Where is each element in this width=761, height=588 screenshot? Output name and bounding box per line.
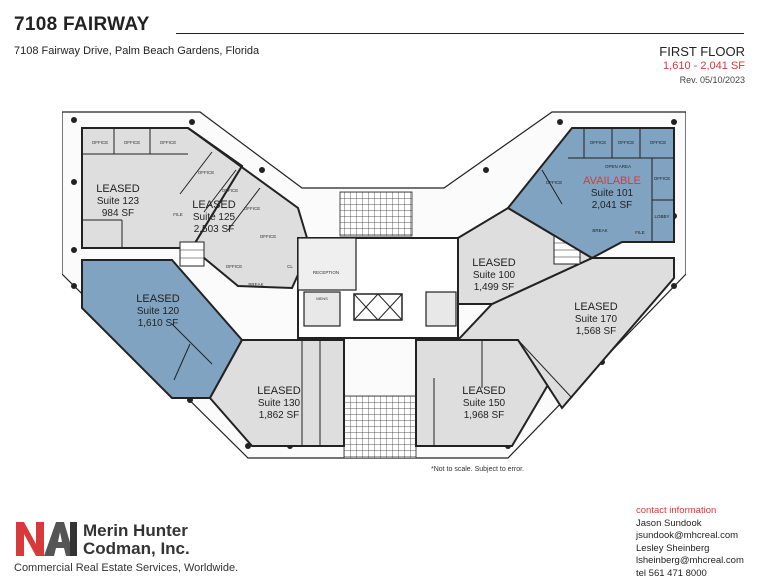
womens-room (425, 291, 457, 327)
mens-room (303, 291, 341, 327)
suite-100-area (457, 206, 595, 305)
svg-text:1,610 SF: 1,610 SF (138, 318, 179, 329)
room-label-office: OFFICE (590, 140, 607, 145)
suite-label-125: LEASED Suite 125 2,503 SF (192, 199, 235, 235)
room-label-office: OFFICE (244, 206, 261, 211)
svg-text:1,499 SF: 1,499 SF (474, 282, 515, 293)
svg-text:2,041 SF: 2,041 SF (592, 200, 633, 211)
svg-text:Suite 123: Suite 123 (97, 196, 140, 207)
company-name: Merin Hunter Codman, Inc. (83, 522, 190, 558)
svg-text:Suite 150: Suite 150 (463, 398, 506, 409)
room-label-office: OFFICE (198, 170, 215, 175)
room-label-office: OFFICE (654, 176, 671, 181)
svg-text:Suite 120: Suite 120 (137, 306, 180, 317)
room-label-office: OFFICE (92, 140, 109, 145)
room-label-office: OFFICE (546, 180, 563, 185)
nai-logo (16, 522, 77, 556)
suite-label-100: LEASED Suite 100 1,499 SF (472, 257, 515, 293)
svg-text:Suite 100: Suite 100 (473, 270, 516, 281)
title-rule (176, 33, 744, 34)
disclaimer: *Not to scale. Subject to error. (431, 466, 524, 473)
room-label-office: OFFICE (222, 188, 239, 193)
revision-date: Rev. 05/10/2023 (679, 75, 745, 85)
svg-text:1,862 SF: 1,862 SF (259, 410, 300, 421)
svg-text:LEASED: LEASED (192, 199, 235, 211)
contact-phone[interactable]: tel 561 471 8000 (636, 567, 707, 579)
suite-label-123: LEASED Suite 123 984 SF (96, 183, 139, 219)
floor-name: FIRST FLOOR (659, 44, 745, 59)
floor-sf-range: 1,610 - 2,041 SF (663, 60, 745, 72)
suite-125-area (187, 127, 312, 290)
page-title: 7108 FAIRWAY (14, 14, 150, 35)
company-tagline: Commercial Real Estate Services, Worldwi… (14, 562, 239, 574)
svg-text:AVAILABLE: AVAILABLE (583, 175, 641, 187)
property-address: 7108 Fairway Drive, Palm Beach Gardens, … (14, 45, 260, 57)
suite-label-101: AVAILABLE Suite 101 2,041 SF (583, 175, 641, 211)
svg-text:Suite 170: Suite 170 (575, 314, 618, 325)
contact-info: contact information Jason Sundook jsundo… (636, 505, 744, 580)
room-label-office: OFFICE (160, 140, 177, 145)
svg-text:984 SF: 984 SF (102, 208, 134, 219)
svg-text:2,503 SF: 2,503 SF (194, 224, 235, 235)
room-label-office: OFFICE (650, 140, 667, 145)
elevator (353, 293, 403, 321)
room-label-file: FILE (635, 230, 645, 235)
room-label-cl: CL (287, 264, 293, 269)
suite-label-150: LEASED Suite 150 1,968 SF (462, 385, 505, 421)
suite-label-120: LEASED Suite 120 1,610 SF (136, 293, 179, 329)
svg-text:LEASED: LEASED (462, 385, 505, 397)
room-label-office: OFFICE (226, 264, 243, 269)
contact-email-link[interactable]: jsundook@mhcreal.com (636, 530, 739, 541)
company-name-line1: Merin Hunter (83, 521, 188, 540)
contact-heading: contact information (636, 505, 717, 516)
svg-text:LEASED: LEASED (96, 183, 139, 195)
contact-name: Jason Sundook (636, 517, 702, 529)
room-label-office: OFFICE (618, 140, 635, 145)
floor-plan: OFFICE OFFICE OFFICE OFFICE OFFICE OFFIC… (62, 111, 686, 459)
svg-text:1,568 SF: 1,568 SF (576, 326, 617, 337)
svg-text:LEASED: LEASED (257, 385, 300, 397)
room-label-lobby: LOBBY (654, 214, 669, 219)
svg-text:Suite 130: Suite 130 (258, 398, 301, 409)
reception-area (297, 237, 357, 291)
svg-text:LEASED: LEASED (472, 257, 515, 269)
room-label-office: OFFICE (124, 140, 141, 145)
suite-label-130: LEASED Suite 130 1,862 SF (257, 385, 300, 421)
svg-text:LEASED: LEASED (574, 301, 617, 313)
svg-text:Suite 125: Suite 125 (193, 212, 236, 223)
contact-name: Lesley Sheinberg (636, 542, 710, 554)
room-label-office: OFFICE (260, 234, 277, 239)
room-label-open-area: OPEN AREA (605, 164, 631, 169)
room-label-mens: MENS (316, 296, 328, 301)
stair-west (179, 241, 205, 267)
svg-text:1,968 SF: 1,968 SF (464, 410, 505, 421)
room-label-break: BREAK (248, 282, 263, 287)
south-entry-pavers (343, 395, 417, 459)
svg-text:Suite 101: Suite 101 (591, 188, 634, 199)
contact-email-link[interactable]: lsheinberg@mhcreal.com (636, 555, 744, 566)
north-entry-pavers (339, 191, 413, 237)
room-label-break: BREAK (592, 228, 607, 233)
suite-label-170: LEASED Suite 170 1,568 SF (574, 301, 617, 337)
room-label-reception: RECEPTION (313, 270, 339, 275)
suite-101-area (506, 127, 675, 260)
company-name-line2: Codman, Inc. (83, 539, 190, 558)
room-label-file: FILE (173, 212, 183, 217)
svg-text:LEASED: LEASED (136, 293, 179, 305)
floor-info: FIRST FLOOR 1,610 - 2,041 SF Rev. 05/10/… (659, 44, 745, 85)
suite-130-area (208, 339, 345, 447)
